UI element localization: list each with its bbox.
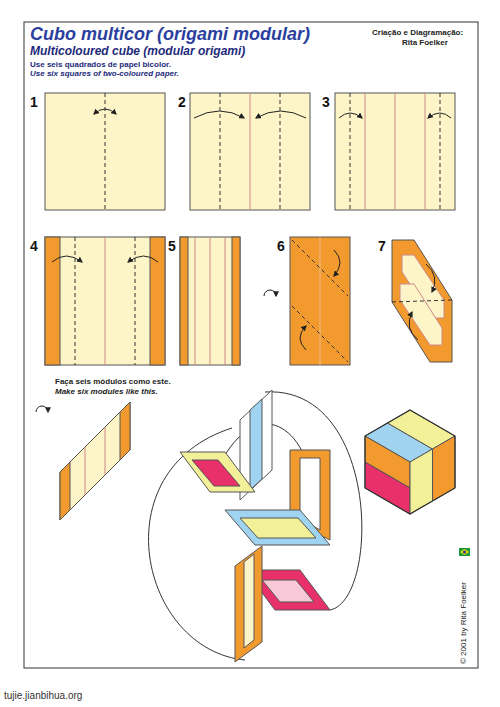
step-number: 1 xyxy=(30,94,38,110)
turn-over-symbol xyxy=(264,290,276,296)
page-frame xyxy=(24,22,478,668)
step-number: 3 xyxy=(322,94,330,110)
instruction-note: Use seis quadrados de papel bicolor. xyxy=(30,60,171,69)
step-number: 5 xyxy=(168,238,176,254)
step-1-figure xyxy=(45,93,165,210)
finished-cube xyxy=(365,410,455,514)
step-4-figure xyxy=(45,237,165,365)
step-2-figure xyxy=(190,93,310,210)
step-7-figure xyxy=(392,240,452,362)
author-name: Rita Foelker xyxy=(402,38,448,47)
step-number: 2 xyxy=(178,94,186,110)
page-title: Cubo multicor (origami modular) xyxy=(30,24,310,45)
watermark: tujie.jianbihua.org xyxy=(4,690,82,702)
step-number: 6 xyxy=(277,238,285,254)
module-note: Make six modules like this. xyxy=(55,387,158,396)
assembly-illustration xyxy=(149,390,362,662)
flag-icon xyxy=(459,548,470,556)
module-note: Faça seis módulos como este. xyxy=(55,377,171,386)
step-3-figure xyxy=(335,93,455,210)
finished-module xyxy=(36,402,130,520)
step-number: 7 xyxy=(378,238,386,254)
step-5-figure xyxy=(180,237,240,365)
step-number: 4 xyxy=(30,238,38,254)
credit-note: Criação e Diagramação: xyxy=(372,28,463,37)
copyright-note: © 2001 by Rita Foelker xyxy=(459,582,468,664)
subtitle: Multicoloured cube (modular origami) xyxy=(30,45,245,59)
step-6-figure xyxy=(264,237,350,365)
instruction-note: Use six squares of two-coloured paper. xyxy=(30,69,179,78)
